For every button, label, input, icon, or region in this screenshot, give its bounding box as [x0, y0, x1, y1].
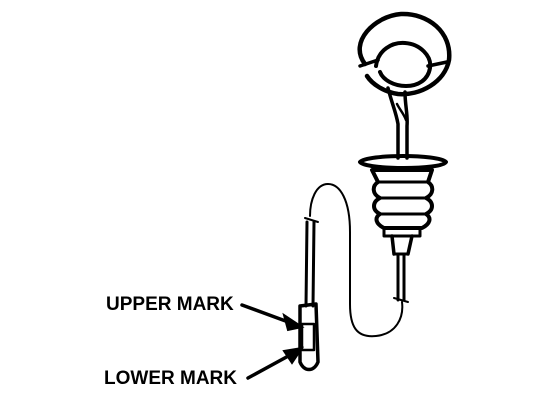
- upper-mark-label: UPPER MARK: [106, 294, 234, 315]
- lower-mark-callout: LOWER MARK: [104, 346, 305, 389]
- dipstick-blade-upper: [393, 252, 409, 303]
- lower-mark-label: LOWER MARK: [104, 368, 237, 389]
- lower-mark-arrowhead: [282, 346, 305, 365]
- upper-mark-arrowhead: [282, 312, 305, 332]
- dipstick-ring-handle: [357, 11, 452, 97]
- upper-mark-callout: UPPER MARK: [106, 294, 305, 332]
- dipstick-mark-band: [300, 322, 316, 352]
- dipstick-blade-lower: [298, 217, 320, 372]
- dipstick-stopper: [358, 154, 448, 256]
- dipstick-neck: [386, 86, 409, 160]
- dipstick-continuation-line: [309, 183, 404, 338]
